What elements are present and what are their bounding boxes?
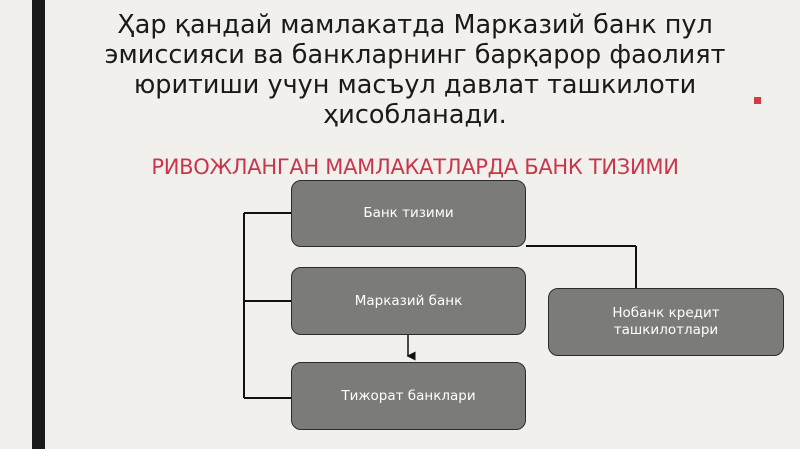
node-central-bank: Марказий банк: [291, 267, 526, 335]
left-decorative-bar: [32, 0, 45, 449]
node-commercial-banks: Тижорат банклари: [291, 362, 526, 430]
slide-subheading: РИВОЖЛАНГАН МАМЛАКАТЛАРДА БАНК ТИЗИМИ: [151, 155, 679, 179]
node-bank-system: Банк тизими: [291, 180, 526, 247]
slide-heading: Ҳар қандай мамлакатда Марказий банк пул …: [104, 10, 726, 130]
node-nonbank-credit: Нобанк кредит ташкилотлари: [548, 288, 784, 356]
accent-square: [754, 97, 761, 104]
